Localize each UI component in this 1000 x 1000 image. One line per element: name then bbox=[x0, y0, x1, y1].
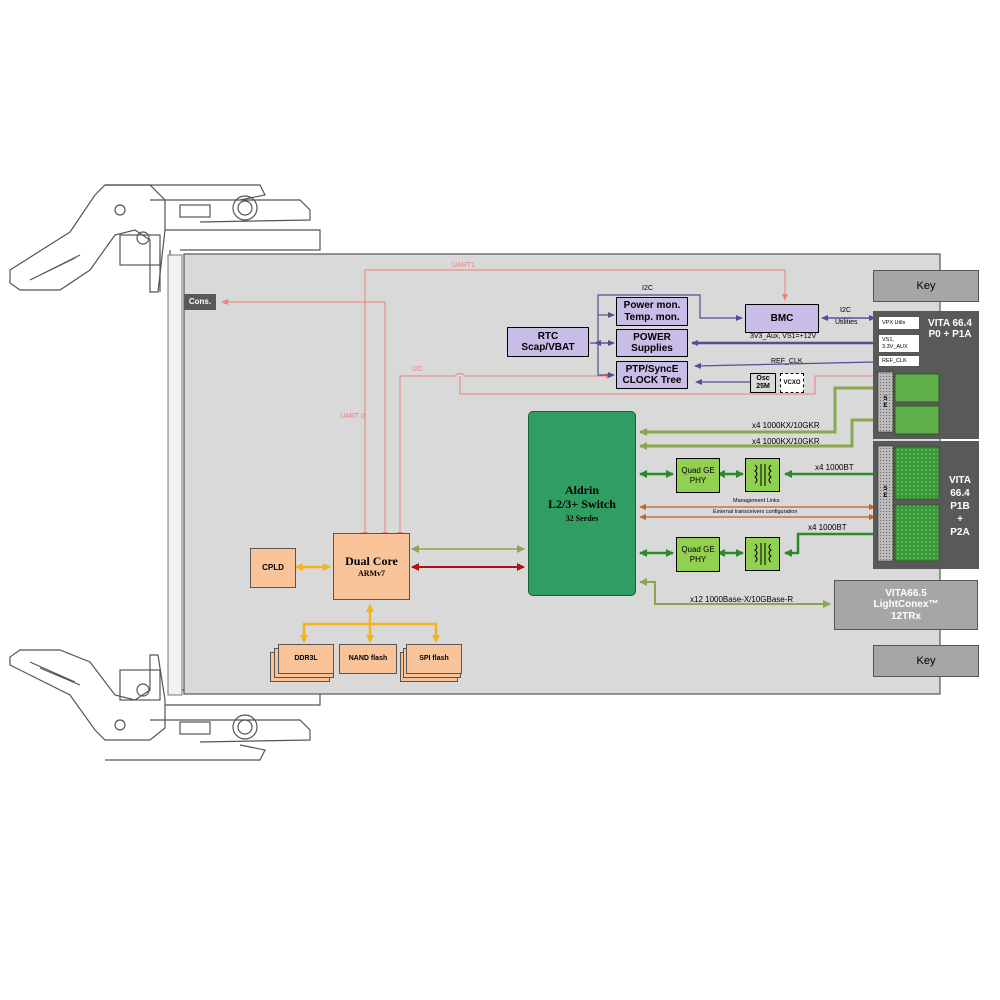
link-bt-2-label: x4 1000BT bbox=[808, 523, 847, 532]
i2c-lines bbox=[590, 294, 876, 385]
link-bt-1-label: x4 1000BT bbox=[815, 463, 854, 472]
link-kx-1-label: x4 1000KX/10GKR bbox=[752, 421, 820, 430]
transformer-icon bbox=[745, 458, 780, 492]
spi-flash-box: SPI flash bbox=[406, 644, 462, 674]
vita-p0-subtitle: P0 + P1A bbox=[928, 329, 972, 340]
vcxo-box: VCXO bbox=[780, 373, 804, 393]
uart1-label: UART1 bbox=[452, 262, 475, 269]
aldrin-title: Aldrin bbox=[564, 483, 599, 498]
utilities-label: Utilities bbox=[835, 319, 858, 326]
ptp-clock-box: PTP/SyncE CLOCK Tree bbox=[616, 361, 688, 389]
i2c-left-label: I2C bbox=[412, 366, 423, 373]
green-module-4 bbox=[894, 504, 940, 562]
kx-links bbox=[411, 384, 889, 608]
vpx-utils-pin: VPX Utils bbox=[878, 316, 920, 330]
ref-clk-pin: REF_CLK bbox=[878, 355, 920, 367]
green-module-3 bbox=[894, 446, 940, 500]
yellow-links bbox=[295, 563, 440, 643]
management-lines bbox=[639, 504, 876, 520]
i2c-top-label: I2C bbox=[642, 285, 653, 292]
vita-p0-title: VITA 66.4 bbox=[928, 317, 972, 329]
console-port: Cons. bbox=[184, 294, 216, 310]
dual-core-box: Dual Core ARMv7 bbox=[333, 533, 410, 600]
ddr3l-box: DDR3L bbox=[278, 644, 334, 674]
link-kx-2-label: x4 1000KX/10GKR bbox=[752, 437, 820, 446]
se-label-2: S E bbox=[883, 486, 888, 499]
dual-core-subtitle: ARMv7 bbox=[357, 568, 386, 578]
power-supplies-box: POWER Supplies bbox=[616, 329, 688, 357]
management-links-label: Management Links bbox=[733, 498, 780, 504]
ext-transceivers-label: External transceivers configuration bbox=[713, 509, 798, 515]
key-top: Key bbox=[873, 270, 979, 302]
uart0-label: UART 0 bbox=[340, 413, 365, 420]
key-bottom: Key bbox=[873, 645, 979, 677]
dual-core-title: Dual Core bbox=[345, 554, 398, 568]
power-rail-label: 3V3_Aux, VS1=+12V bbox=[750, 333, 817, 340]
link-optical-label: x12 1000Base-X/10GBase-R bbox=[690, 595, 794, 604]
ejector-handle-top-icon bbox=[9, 184, 321, 293]
se-block-1 bbox=[877, 371, 894, 433]
i2c-right-label: I2C bbox=[840, 307, 851, 314]
ref-clk-label: REF_CLK bbox=[771, 358, 803, 365]
vs1-aux-pin: VS1, 3.3V_AUX bbox=[878, 334, 920, 353]
rtc-box: RTC Scap/VBAT bbox=[507, 327, 589, 357]
aldrin-subtitle: L2/3+ Switch bbox=[548, 496, 616, 511]
quad-ge-phy-1: Quad GE PHY bbox=[676, 458, 720, 493]
bt-links bbox=[639, 470, 889, 557]
se-block-2 bbox=[877, 445, 894, 562]
green-module-1 bbox=[894, 373, 940, 403]
bmc-box: BMC bbox=[745, 304, 819, 333]
green-module-2 bbox=[894, 405, 940, 435]
vita-p1b-label: VITA 66.4 P1B + P2A bbox=[948, 474, 972, 538]
osc-box: Osc 25M bbox=[750, 373, 776, 393]
se-label-1: S E bbox=[883, 396, 888, 409]
aldrin-serdes: 32 Serdes bbox=[565, 513, 599, 523]
aldrin-switch: Aldrin L2/3+ Switch 32 Serdes bbox=[528, 411, 636, 596]
front-panel bbox=[167, 254, 183, 696]
quad-ge-phy-2: Quad GE PHY bbox=[676, 537, 720, 572]
transformer-icon bbox=[745, 537, 780, 571]
cpld-box: CPLD bbox=[250, 548, 296, 588]
vita-p0-label: VITA 66.4 P0 + P1A bbox=[923, 312, 977, 346]
nand-flash-box: NAND flash bbox=[339, 644, 397, 674]
vita-665-box: VITA66.5 LightConex™ 12TRx bbox=[834, 580, 978, 630]
power-mon-box: Power mon. Temp. mon. bbox=[616, 297, 688, 326]
